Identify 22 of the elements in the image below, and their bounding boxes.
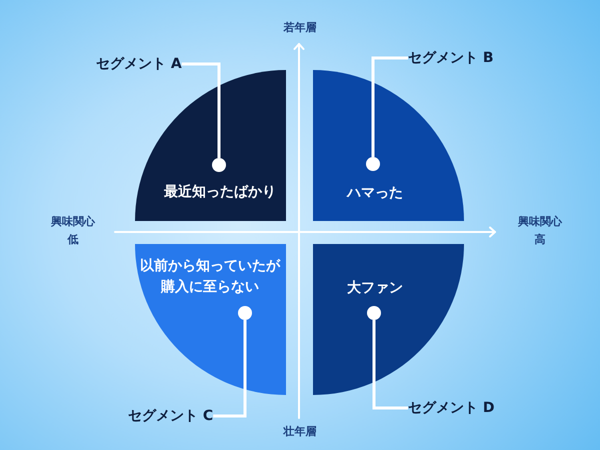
leader-line [372,320,408,410]
segment-label: セグメント D [408,399,494,417]
quadrant-label: 最近知ったばかり [164,183,276,202]
leader-line [372,56,408,157]
axis-label: 興味関心 [51,215,95,229]
dot-marker [366,157,380,171]
quadrant-label: 以前から知っていたが購入に至らない [139,257,282,297]
segment-label: セグメント B [408,49,494,67]
axis-label: 壮年層 [284,425,316,439]
dot-marker [212,158,226,172]
quadrant-label: 大ファン [347,279,403,298]
axis-label: 低 [68,233,78,247]
dot-marker [238,306,252,320]
leader-line [213,320,246,418]
segment-label: セグメント C [128,407,214,425]
dot-marker [367,306,381,320]
segment-label: セグメント A [96,55,182,73]
axis-label: 興味関心 [518,215,562,229]
axis-label: 高 [534,233,546,247]
quadrant-label: ハマった [347,184,403,203]
axis-label: 若年層 [284,21,316,35]
leader-line [182,62,220,158]
